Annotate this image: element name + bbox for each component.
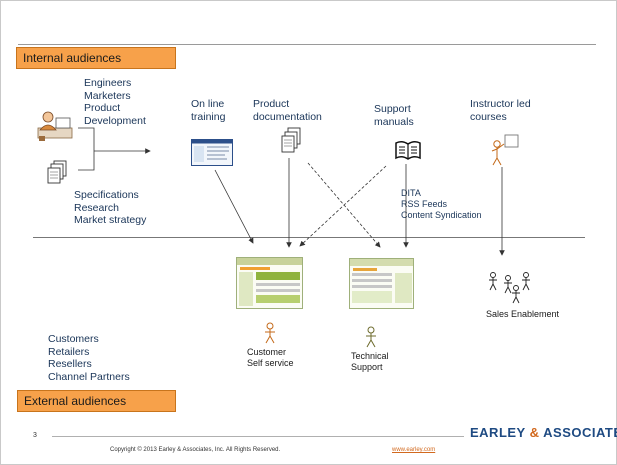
instructor-icon xyxy=(491,134,519,166)
page-number: 3 xyxy=(33,432,37,439)
internal-roles: Engineers Marketers Product Development xyxy=(84,77,146,127)
input-specifications: Specifications xyxy=(74,189,139,201)
internal-bracket xyxy=(78,127,95,171)
arrow-training-to-selfservice xyxy=(214,169,254,244)
copyright-text: Copyright © 2013 Earley & Associates, In… xyxy=(110,447,281,453)
channel-support-manuals: Support manuals xyxy=(374,103,414,128)
website-link[interactable]: www.earley.com xyxy=(392,447,436,453)
external-audiences-band: External audiences xyxy=(17,390,176,412)
online-training-screen-icon xyxy=(191,139,233,166)
role-marketers: Marketers xyxy=(84,89,131,102)
self-service-site-screenshot xyxy=(236,257,303,309)
internal-audiences-band: Internal audiences xyxy=(16,47,176,69)
documentation-stack-icon xyxy=(281,127,301,153)
footer-rule xyxy=(52,436,464,437)
customer-self-service-label: Customer Self service xyxy=(247,347,294,368)
audience-channel-partners: Channel Partners xyxy=(48,370,130,383)
company-logo: EARLEY & ASSOCIATES xyxy=(470,425,617,440)
role-product: Product xyxy=(84,102,121,114)
audience-resellers: Resellers xyxy=(48,358,92,370)
customer-person-icon xyxy=(265,322,275,344)
format-dita: DITA xyxy=(401,188,421,198)
role-development: Development xyxy=(84,114,146,127)
audience-customers: Customers xyxy=(48,333,99,345)
technical-support-label: Technical Support xyxy=(351,351,389,372)
document-stack-icon xyxy=(47,160,67,184)
audience-retailers: Retailers xyxy=(48,345,90,358)
top-rule xyxy=(18,44,596,45)
input-market-strategy: Market strategy xyxy=(74,214,147,226)
content-formats: DITA RSS Feeds Content Syndication xyxy=(401,188,482,221)
arrow-manuals-to-selfservice xyxy=(299,165,387,247)
role-engineers: Engineers xyxy=(84,77,132,89)
person-at-desk-icon xyxy=(37,111,73,141)
channel-instructor-courses: Instructor led courses xyxy=(470,98,531,123)
technical-support-person-icon xyxy=(366,326,376,348)
input-research: Research xyxy=(74,201,119,214)
format-rss: RSS Feeds xyxy=(401,199,448,209)
channel-online-training: On line training xyxy=(191,98,226,123)
internal-inputs: Specifications Research Market strategy xyxy=(74,189,146,227)
tech-support-site-screenshot xyxy=(349,258,414,309)
sales-team-group-icon xyxy=(489,272,530,304)
format-syndication: Content Syndication xyxy=(401,210,482,220)
external-audiences-list: Customers Retailers Resellers Channel Pa… xyxy=(48,333,130,383)
sales-enablement-label: Sales Enablement xyxy=(486,309,560,319)
channel-product-documentation: Product documentation xyxy=(253,98,322,123)
open-book-icon xyxy=(395,140,421,160)
